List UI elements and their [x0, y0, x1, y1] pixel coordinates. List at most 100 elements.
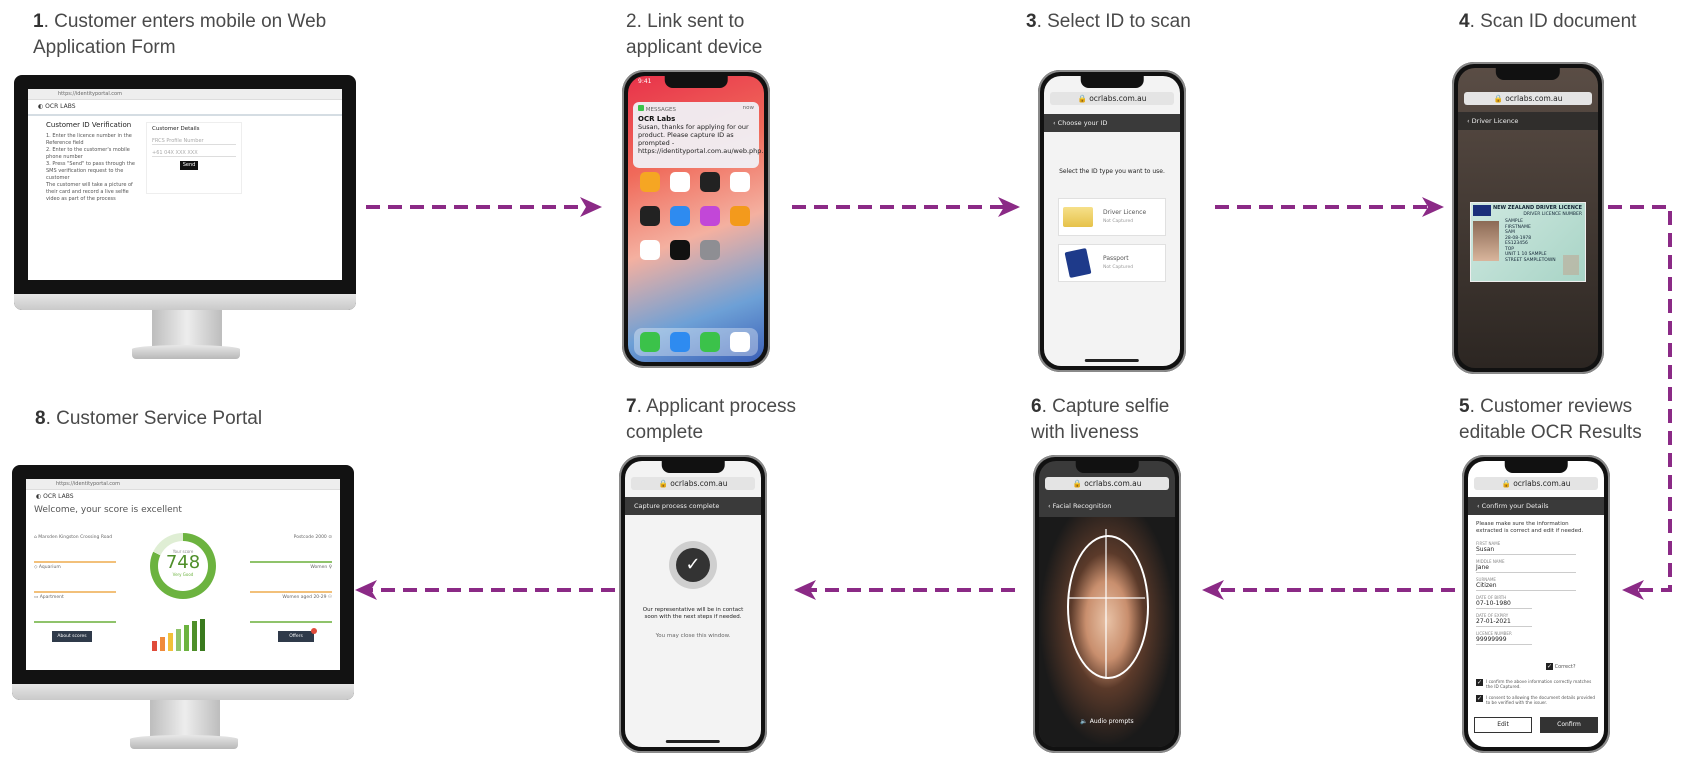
step-number: 7 [626, 396, 637, 417]
bar [176, 629, 181, 651]
bar [160, 637, 165, 651]
bar [192, 621, 197, 651]
metric-postcode: Postcode 2000 ⊙ [250, 535, 332, 563]
dob-field[interactable]: 07-10-1980 [1476, 600, 1532, 609]
panel-title: Customer Details [152, 126, 200, 132]
bar [200, 619, 205, 651]
logo-text: OCR LABS [45, 103, 76, 110]
reminders-app-icon[interactable] [730, 172, 750, 192]
selfie-camera-view: 🔈 Audio prompts [1039, 517, 1175, 747]
profile-number-input[interactable]: FRCS Profile Number [152, 138, 236, 145]
notification-sender: OCR Labs [638, 115, 676, 123]
checkmark-icon: ✓ [676, 548, 710, 582]
licence-number-field[interactable]: 99999999 [1476, 636, 1532, 645]
credit-score-value: 748 [165, 552, 201, 573]
middle-name-field[interactable]: Jane [1476, 564, 1576, 573]
face-guide-vertical [1105, 529, 1107, 679]
nz-driver-licence-card: NEW ZEALAND DRIVER LICENCE DRIVER LICENC… [1470, 202, 1586, 282]
bar [168, 633, 173, 651]
offers-button[interactable]: Offers [278, 628, 317, 642]
metric-apartment: ▭ Apartment [34, 595, 116, 623]
back-chevron-icon[interactable]: ‹ [1053, 119, 1058, 127]
customer-details-panel: Customer Details FRCS Profile Number +61… [146, 122, 242, 194]
step-text: . Scan ID document [1469, 11, 1637, 32]
safari-app-icon[interactable] [670, 332, 690, 352]
phone-step-3: 🔒 ocrlabs.com.au ‹ Choose your ID Select… [1038, 70, 1186, 372]
expiry-field[interactable]: 27-01-2021 [1476, 618, 1532, 627]
arrowhead-5 [1202, 580, 1224, 600]
back-chevron-icon[interactable]: ‹ [1477, 502, 1482, 510]
url-bar[interactable]: 🔒 ocrlabs.com.au [1050, 92, 1174, 105]
card-details: SAMPLE FIRSTNAME SAM 28-08-1978 ES123456… [1505, 219, 1556, 263]
metric-location: ⌂ Marsden Kingston Crossing Road [34, 535, 116, 563]
mobile-number-input[interactable]: +61 04X XXX XXX [152, 150, 236, 157]
monitor-chin [14, 294, 356, 310]
send-button[interactable]: Send [180, 161, 198, 170]
instructions-panel: Customer ID Verification 1. Enter the li… [46, 121, 138, 203]
confirm-button[interactable]: Confirm [1540, 717, 1598, 733]
wallet-app-icon[interactable] [670, 240, 690, 260]
metric-aquarium: ◇ Aquarium [34, 565, 116, 593]
stocks-app-icon[interactable] [700, 172, 720, 192]
ocr-logo-icon: ◐ [36, 493, 44, 500]
speaker-icon: 🔈 [1080, 718, 1090, 725]
about-scores-button[interactable]: About scores [52, 631, 92, 642]
url-bar[interactable]: 🔒 ocrlabs.com.au [1464, 92, 1592, 105]
check-icon: ✓ [1476, 695, 1483, 702]
scan-header: ‹ Driver Licence [1458, 112, 1598, 130]
correct-checkbox[interactable]: ✓ Correct? [1546, 663, 1576, 670]
score-bar-chart [152, 617, 212, 651]
confirm-checkbox-1[interactable]: ✓I confirm the above information correct… [1476, 679, 1592, 689]
url-bar[interactable]: 🔒 ocrlabs.com.au [631, 477, 755, 490]
itunes-star-icon[interactable] [700, 206, 720, 226]
app-header: ◐ OCR LABS [26, 490, 340, 504]
music-app-icon[interactable] [730, 332, 750, 352]
facial-recognition-screen: 🔒 ocrlabs.com.au ‹ Facial Recognition 🔈 … [1039, 461, 1175, 747]
messages-app-icon[interactable] [700, 332, 720, 352]
location-pin-icon: ⊙ [326, 535, 332, 540]
home-app-icon[interactable] [640, 172, 660, 192]
arrowhead-1 [580, 197, 602, 217]
back-chevron-icon[interactable]: ‹ [1467, 117, 1472, 125]
app-header: ◐ OCR LABS [28, 100, 342, 116]
step-7-title: 7. Applicant process complete [626, 394, 796, 446]
phone-notch [1504, 461, 1568, 473]
web-form-screen: https://identityportal.com ◐ OCR LABS Cu… [28, 89, 342, 280]
id-type-prompt: Select the ID type you want to use. [1059, 168, 1165, 175]
health-app-icon[interactable] [640, 240, 660, 260]
audio-prompts-toggle[interactable]: 🔈 Audio prompts [1080, 718, 1134, 725]
welcome-heading: Welcome, your score is excellent [34, 505, 182, 515]
first-name-field[interactable]: Susan [1476, 546, 1576, 555]
check-icon: ✓ [1546, 663, 1553, 670]
step-text-line2: Application Form [33, 37, 176, 58]
url-bar[interactable]: 🔒 ocrlabs.com.au [1045, 477, 1169, 490]
browser-address-bar[interactable]: https://identityportal.com [28, 89, 342, 100]
monitor-chin [12, 684, 354, 700]
option-status: Not Captured [1103, 265, 1134, 270]
confirm-checkbox-2[interactable]: ✓I consent to allowing the document deta… [1476, 695, 1596, 705]
arrow-4-to-5 [1608, 205, 1672, 592]
browser-address-bar[interactable]: https://identityportal.com [26, 479, 340, 490]
monitor-base [132, 345, 240, 359]
customer-portal-screen: https://identityportal.com ◐ OCR LABS We… [26, 479, 340, 670]
notes-app-icon[interactable] [670, 172, 690, 192]
settings-gear-icon[interactable] [700, 240, 720, 260]
edit-button[interactable]: Edit [1474, 717, 1532, 733]
phone-app-icon[interactable] [640, 332, 660, 352]
surname-field[interactable]: Citizen [1476, 582, 1576, 591]
logo-text: OCR LABS [43, 493, 74, 500]
ios-dock [634, 328, 758, 356]
tv-app-icon[interactable] [640, 206, 660, 226]
step-text: 2. Link sent to [626, 11, 745, 32]
notification-app: MESSAGES [645, 107, 676, 113]
passport-option[interactable]: Passport Not Captured [1058, 244, 1166, 282]
url-bar[interactable]: 🔒 ocrlabs.com.au [1474, 477, 1598, 490]
driver-licence-option[interactable]: Driver Licence Not Captured [1058, 198, 1166, 236]
app-store-icon[interactable] [670, 206, 690, 226]
back-chevron-icon[interactable]: ‹ [1048, 502, 1053, 510]
monitor-base [130, 735, 238, 749]
face-oval-guide [1067, 535, 1149, 679]
books-app-icon[interactable] [730, 206, 750, 226]
